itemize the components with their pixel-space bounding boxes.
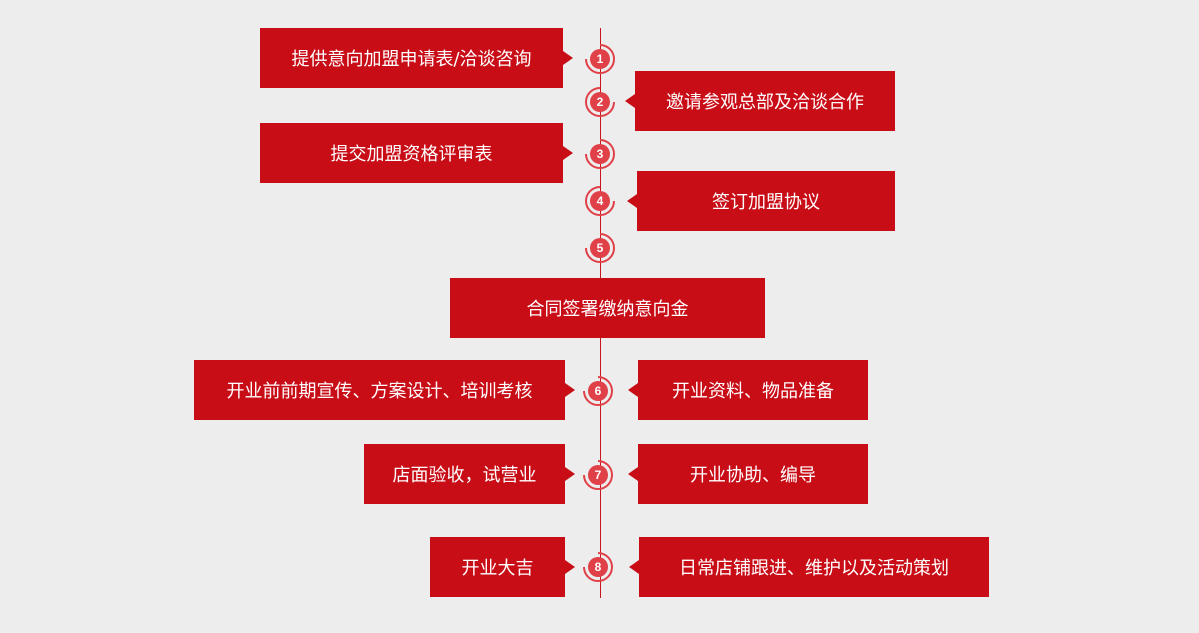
step-6-right-box: 开业资料、物品准备 bbox=[628, 360, 868, 420]
step-8-left-box: 开业大吉 bbox=[430, 537, 575, 597]
step-7-right-box: 开业协助、编导 bbox=[628, 444, 868, 504]
step-7-number: 7 bbox=[594, 468, 602, 482]
step-6-number: 6 bbox=[594, 384, 602, 398]
step-8-node: 8 bbox=[582, 551, 614, 583]
step-3-number: 3 bbox=[596, 147, 604, 161]
step-2-node: 2 bbox=[584, 86, 616, 118]
step-5-number: 5 bbox=[596, 241, 604, 255]
step-8-right-box: 日常店铺跟进、维护以及活动策划 bbox=[629, 537, 989, 597]
step-5-center-box: 合同签署缴纳意向金 bbox=[450, 278, 765, 338]
step-1-left-box: 提供意向加盟申请表/洽谈咨询 bbox=[260, 28, 573, 88]
step-2-number: 2 bbox=[596, 95, 604, 109]
step-6-left-box: 开业前前期宣传、方案设计、培训考核 bbox=[194, 360, 575, 420]
step-8-number: 8 bbox=[594, 560, 602, 574]
step-4-right-box: 签订加盟协议 bbox=[627, 171, 895, 231]
step-7-left-box: 店面验收，试营业 bbox=[364, 444, 575, 504]
step-6-node: 6 bbox=[582, 375, 614, 407]
step-4-number: 4 bbox=[596, 194, 604, 208]
step-4-node: 4 bbox=[584, 185, 616, 217]
step-2-right-box: 邀请参观总部及洽谈合作 bbox=[625, 71, 895, 131]
step-3-left-box: 提交加盟资格评审表 bbox=[260, 123, 573, 183]
step-3-node: 3 bbox=[584, 138, 616, 170]
step-1-node: 1 bbox=[584, 43, 616, 75]
step-7-node: 7 bbox=[582, 459, 614, 491]
step-5-node: 5 bbox=[584, 232, 616, 264]
step-1-number: 1 bbox=[596, 52, 604, 66]
